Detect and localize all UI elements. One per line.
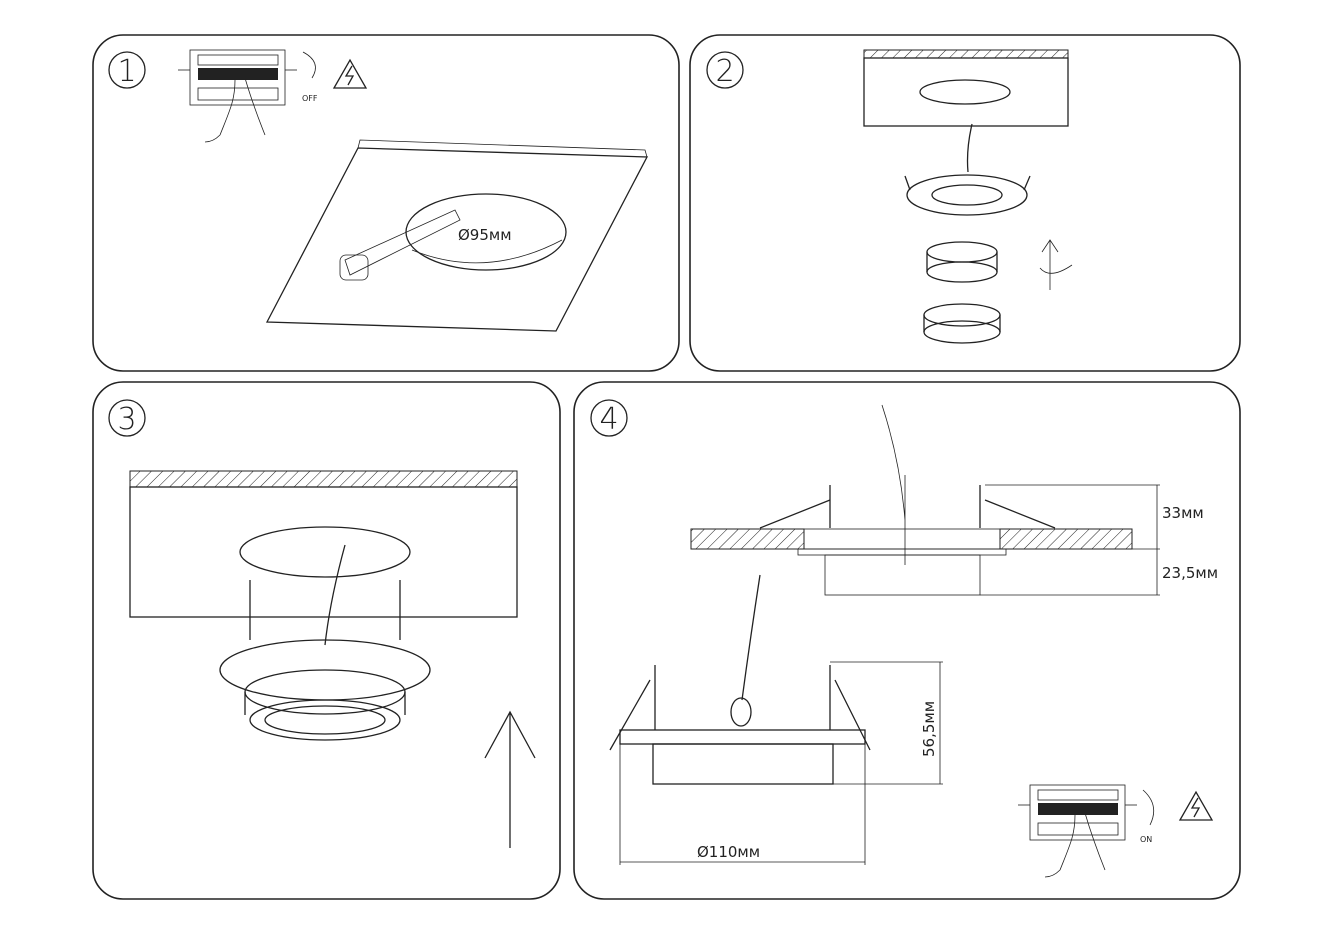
ceiling-board-illustration: [265, 139, 649, 332]
outer-diameter-label: Ø110мм: [697, 843, 760, 861]
step-1-panel: 1 OFF Ø95мм: [92, 34, 680, 372]
saw-icon: [344, 209, 461, 276]
rotate-up-arrow-icon: [1039, 239, 1073, 290]
fixture-frame-illustration: [904, 174, 1031, 216]
step-number: 4: [599, 402, 618, 437]
step-number: 2: [715, 54, 734, 89]
hole-diameter-label: Ø95мм: [458, 226, 512, 244]
lamp-illustration: [926, 241, 998, 283]
step-4-panel: 4 33мм 23,5мм 56,5мм Ø110мм ON: [573, 381, 1241, 900]
ceiling-section-illustration: [129, 470, 518, 618]
switch-off-label: OFF: [302, 94, 318, 103]
turn-arrow-icon: [1142, 789, 1155, 826]
installed-section-illustration: [690, 404, 1160, 596]
total-height-label: 56,5мм: [920, 701, 938, 757]
fixture-illustration: [219, 544, 431, 741]
turn-arrow-icon: [302, 51, 316, 79]
step-number: 1: [117, 54, 136, 89]
ring-illustration: [923, 303, 1001, 344]
step-3-panel: 3: [92, 381, 561, 900]
switch-on-label: ON: [1140, 835, 1152, 844]
up-arrow-icon: [484, 710, 536, 848]
step-number-circle: [108, 51, 146, 89]
ceiling-section-illustration: [863, 49, 1069, 173]
step-number: 3: [117, 402, 136, 437]
height-above-label: 33мм: [1162, 504, 1204, 522]
step-2-panel: 2: [689, 34, 1241, 372]
fixture-side-illustration: [609, 574, 943, 865]
height-below-label: 23,5мм: [1162, 564, 1218, 582]
